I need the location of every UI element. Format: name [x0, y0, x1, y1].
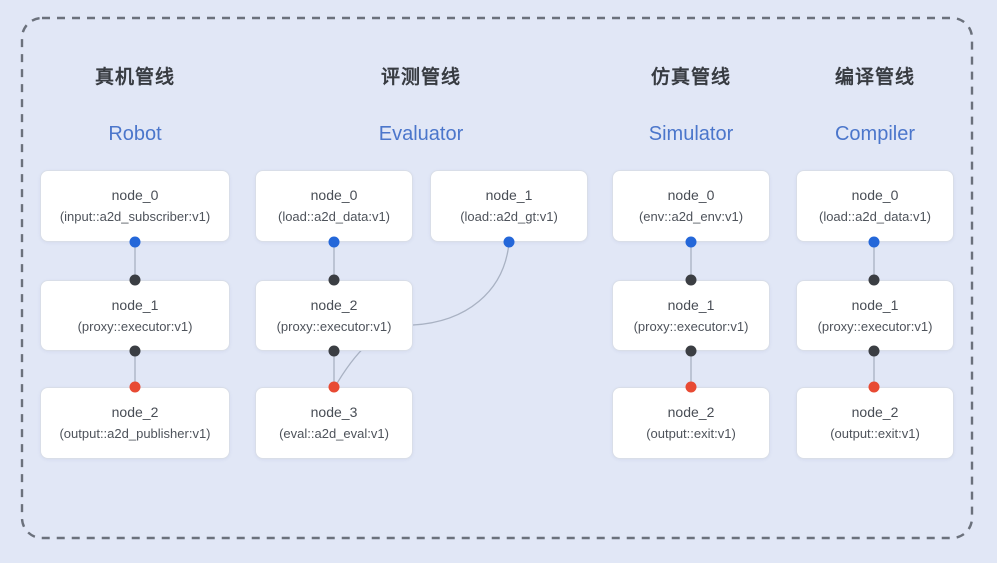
node-box-evaluator-node3: node_3 (eval::a2d_eval:v1) — [255, 387, 413, 459]
node-box-robot-node0: node_0 (input::a2d_subscriber:v1) — [40, 170, 230, 242]
node-box-compiler-node1: node_1 (proxy::executor:v1) — [796, 280, 954, 351]
pipeline-title-simulator: 仿真管线 — [650, 67, 731, 88]
pipeline-subtitle-robot: Robot — [108, 123, 162, 145]
node-name: node_0 — [310, 187, 358, 203]
node-box-robot-node2: node_2 (output::a2d_publisher:v1) — [40, 387, 230, 459]
port-dot-black — [129, 274, 141, 286]
node-name: node_0 — [111, 187, 159, 203]
node-type: (env::a2d_env:v1) — [638, 209, 744, 224]
node-type: (proxy::executor:v1) — [817, 318, 933, 334]
pipeline-title-compiler: 编译管线 — [834, 67, 915, 88]
node-box-compiler-node0: node_0 (load::a2d_data:v1) — [796, 170, 954, 242]
node-box-evaluator-node2: node_2 (proxy::executor:v1) — [255, 280, 413, 351]
node-box-compiler-node2: node_2 (output::exit:v1) — [796, 387, 954, 459]
node-name: node_0 — [667, 187, 715, 203]
node-type: (load::a2d_data:v1) — [818, 209, 932, 224]
node-type: (output::exit:v1) — [646, 426, 736, 441]
node-box-evaluator-node0: node_0 (load::a2d_data:v1) — [255, 170, 413, 242]
node-name: node_3 — [310, 404, 358, 420]
port-dot-red — [868, 381, 880, 393]
port-dot-black — [868, 345, 880, 357]
port-dot-black — [685, 345, 697, 357]
port-dot-black — [685, 274, 697, 286]
port-dot-blue — [328, 236, 340, 248]
pipeline-title-evaluator: 评测管线 — [380, 67, 461, 88]
node-type: (load::a2d_gt:v1) — [460, 209, 558, 224]
node-name: node_2 — [851, 404, 899, 420]
port-dot-black — [129, 345, 141, 357]
node-type: (input::a2d_subscriber:v1) — [59, 209, 211, 224]
port-dot-black — [328, 274, 340, 286]
node-type: (eval::a2d_eval:v1) — [279, 426, 389, 441]
node-name: node_1 — [485, 187, 533, 203]
node-name: node_2 — [667, 404, 715, 420]
port-dot-blue — [685, 236, 697, 248]
node-box-simulator-node1: node_1 (proxy::executor:v1) — [612, 280, 770, 351]
pipeline-title-robot: 真机管线 — [94, 67, 175, 88]
port-dot-blue — [129, 236, 141, 248]
node-type: (output::exit:v1) — [830, 426, 920, 441]
node-box-simulator-node0: node_0 (env::a2d_env:v1) — [612, 170, 770, 242]
node-box-simulator-node2: node_2 (output::exit:v1) — [612, 387, 770, 459]
port-dot-blue — [503, 236, 515, 248]
node-type: (load::a2d_data:v1) — [277, 209, 391, 224]
node-name: node_1 — [851, 296, 899, 313]
pipeline-subtitle-compiler: Compiler — [834, 123, 916, 145]
node-type: (proxy::executor:v1) — [77, 318, 193, 334]
node-box-robot-node1: node_1 (proxy::executor:v1) — [40, 280, 230, 351]
node-type: (proxy::executor:v1) — [633, 318, 749, 334]
dashed-container-border — [20, 16, 974, 540]
port-dot-red — [685, 381, 697, 393]
node-name: node_2 — [111, 404, 159, 420]
node-name: node_1 — [667, 296, 715, 313]
edge-evaluator-n1-n3-curve — [335, 242, 510, 386]
port-dot-blue — [868, 236, 880, 248]
port-dot-black — [868, 274, 880, 286]
node-name: node_0 — [851, 187, 899, 203]
pipeline-subtitle-evaluator: Evaluator — [378, 123, 464, 145]
pipeline-subtitle-simulator: Simulator — [648, 123, 734, 145]
port-dot-red — [328, 381, 340, 393]
node-type: (proxy::executor:v1) — [276, 318, 392, 334]
node-box-evaluator-node1: node_1 (load::a2d_gt:v1) — [430, 170, 588, 242]
node-name: node_1 — [111, 296, 159, 313]
port-dot-red — [129, 381, 141, 393]
node-type: (output::a2d_publisher:v1) — [59, 426, 211, 441]
port-dot-black — [328, 345, 340, 357]
node-name: node_2 — [310, 296, 358, 313]
